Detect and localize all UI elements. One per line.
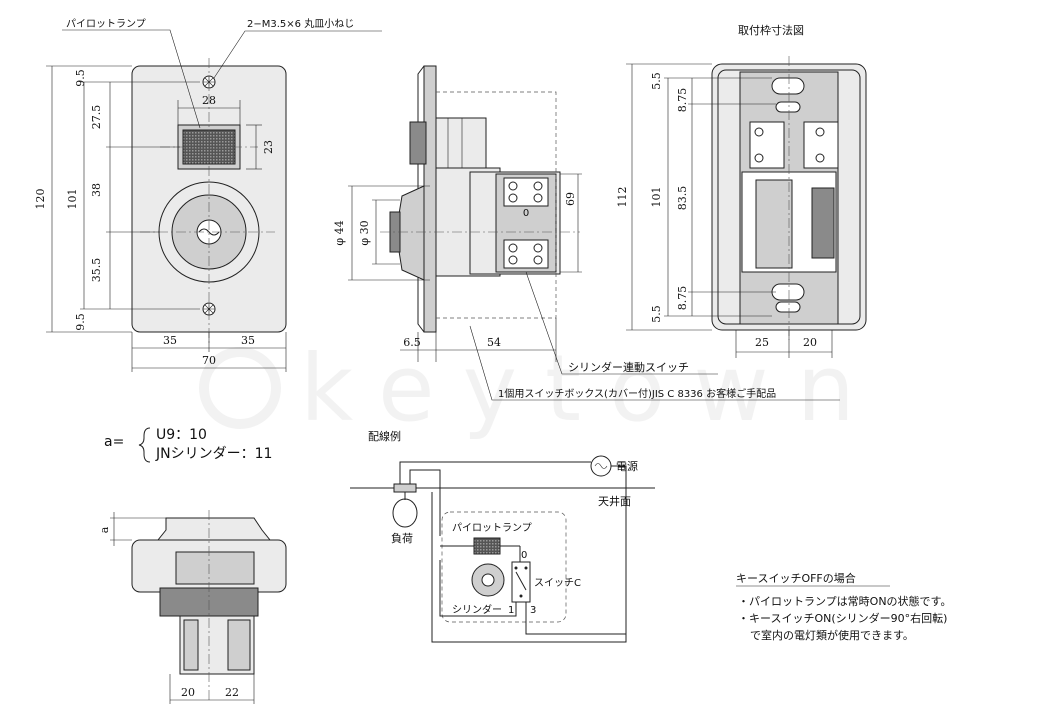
dim-frame-101: 101: [650, 187, 663, 208]
dim-9-5-top: 9.5: [74, 69, 87, 87]
dim-bottom-20: 20: [181, 686, 195, 699]
label-cylinder-switch: シリンダー連動スイッチ: [568, 360, 689, 374]
wiring-pilot-lamp: [473, 537, 501, 555]
label-switch-box: 1個用スイッチボックス(カバー付)JIS C 8336 お客様ご手配品: [498, 387, 776, 400]
dim-27-5: 27.5: [90, 105, 103, 130]
formula-line1: U9：10: [156, 427, 207, 443]
frame-view: [626, 56, 867, 358]
wiring-diagram: [350, 455, 655, 643]
dim-70: 70: [202, 354, 216, 367]
watermark-logo: [199, 347, 281, 429]
dim-101: 101: [66, 189, 79, 210]
dim-28: 28: [202, 94, 216, 107]
dim-6-5: 6.5: [403, 336, 421, 349]
dim-35-right: 35: [241, 334, 255, 347]
dim-bottom-22: 22: [225, 686, 239, 699]
label-pilot-lamp: パイロットランプ: [66, 18, 146, 30]
side-view: [348, 65, 840, 401]
dim-35-left: 35: [163, 334, 177, 347]
dim-38: 38: [90, 183, 103, 197]
dim-frame-8-75-bot: 8.75: [676, 286, 689, 311]
side-plate: [423, 65, 437, 333]
dim-69: 69: [564, 192, 577, 206]
dim-120: 120: [34, 189, 47, 210]
wiring-load: 負荷: [391, 532, 413, 545]
mark-zero: 0: [523, 208, 529, 219]
dim-frame-83-5: 83.5: [676, 186, 689, 211]
dim-a: a: [98, 526, 111, 533]
notes-line1: ・パイロットランプは常時ONの状態です。: [738, 594, 951, 608]
wiring-title: 配線例: [368, 429, 401, 443]
wiring-term-1: 1: [508, 605, 514, 616]
bottom-view: [110, 510, 287, 704]
dim-frame-25: 25: [755, 336, 769, 349]
dim-phi-44: φ 44: [333, 220, 346, 245]
label-screw: 2−M3.5×6 丸皿小ねじ: [247, 17, 354, 30]
notes-line2: ・キースイッチON(シリンダー90°右回転): [738, 611, 947, 625]
formula-line2: JNシリンダー：11: [155, 446, 272, 462]
dim-frame-112: 112: [616, 187, 629, 208]
wiring-switch-c-label: スイッチC: [534, 577, 581, 589]
wiring-cylinder-label: シリンダー: [452, 603, 502, 616]
dim-35-5: 35.5: [90, 258, 103, 283]
dim-54: 54: [487, 336, 501, 349]
dim-frame-5-5-top: 5.5: [650, 72, 663, 90]
wiring-ceiling: 天井面: [598, 494, 631, 508]
dim-phi-30: φ 30: [358, 220, 371, 245]
dim-23: 23: [262, 140, 275, 154]
dim-frame-8-75-top: 8.75: [676, 88, 689, 113]
wiring-power: 電源: [616, 459, 638, 473]
dim-frame-5-5-bot: 5.5: [650, 305, 663, 323]
front-view: [46, 29, 382, 372]
formula-prefix: a=: [104, 434, 124, 450]
wiring-pilot-label: パイロットランプ: [452, 522, 532, 534]
wiring-term-3: 3: [530, 605, 536, 616]
wiring-term-0: 0: [521, 550, 527, 561]
frame-title: 取付枠寸法図: [738, 23, 804, 37]
dim-9-5-bot: 9.5: [74, 313, 87, 331]
notes-title: キースイッチOFFの場合: [736, 571, 856, 585]
formula-brace: [138, 427, 151, 463]
load-lamp: [392, 498, 418, 528]
watermark-text: keytown: [300, 335, 883, 442]
notes-line3: で室内の電灯類が使用できます。: [750, 628, 914, 642]
dim-frame-20: 20: [803, 336, 817, 349]
